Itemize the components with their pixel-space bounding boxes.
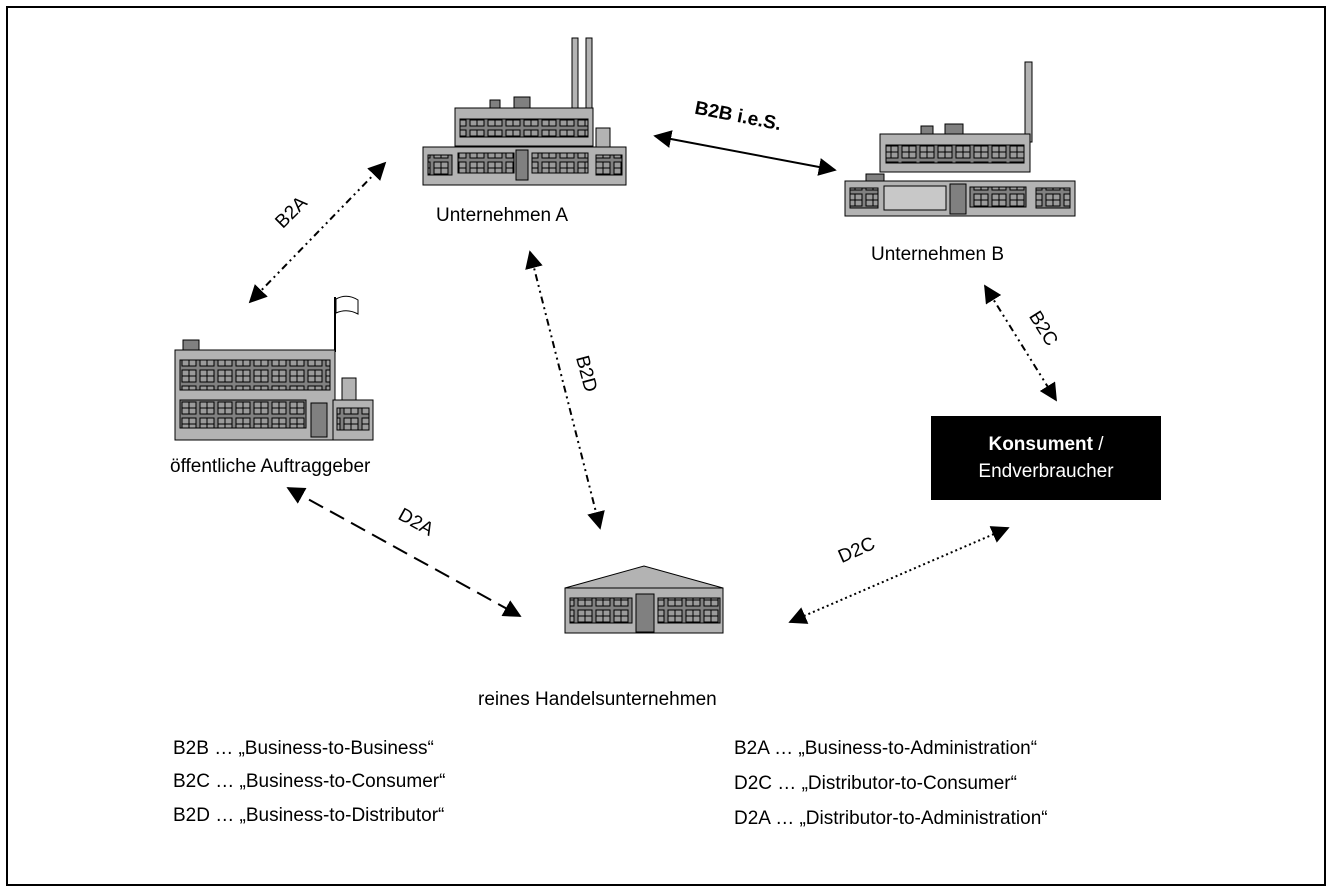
consumer-label-sep: / xyxy=(1092,434,1104,455)
factory-a-icon xyxy=(422,37,627,186)
trader-building-icon xyxy=(564,565,724,634)
legend-item: B2D … „Business-to-Distributor“ xyxy=(173,805,445,826)
d2a-arrow xyxy=(286,487,522,617)
d2c-arrow xyxy=(788,526,1010,624)
consumer-box: Konsument / Endverbraucher xyxy=(931,416,1161,500)
legend-item: D2A … „Distributor-to-Administration“ xyxy=(734,808,1048,829)
legend-item: B2B … „Business-to-Business“ xyxy=(173,738,434,759)
company-a-label: Unternehmen A xyxy=(436,205,569,226)
trader-label: reines Handelsunternehmen xyxy=(478,689,717,710)
public-building-icon xyxy=(174,295,374,441)
factory-b-icon xyxy=(844,61,1076,217)
legend-item: B2A … „Business-to-Administration“ xyxy=(734,738,1038,759)
company-b-label: Unternehmen B xyxy=(871,244,1005,265)
b2a-arrow xyxy=(248,161,387,304)
consumer-label-bold: Konsument xyxy=(988,434,1093,455)
b2b-arrow xyxy=(653,130,837,176)
b2d-arrow xyxy=(525,250,605,530)
legend-item: D2C … „Distributor-to-Consumer“ xyxy=(734,773,1017,794)
legend-item: B2C … „Business-to-Consumer“ xyxy=(173,771,446,792)
public-client-label: öffentliche Auftraggeber xyxy=(170,456,371,477)
consumer-label-line2: Endverbraucher xyxy=(978,461,1114,482)
